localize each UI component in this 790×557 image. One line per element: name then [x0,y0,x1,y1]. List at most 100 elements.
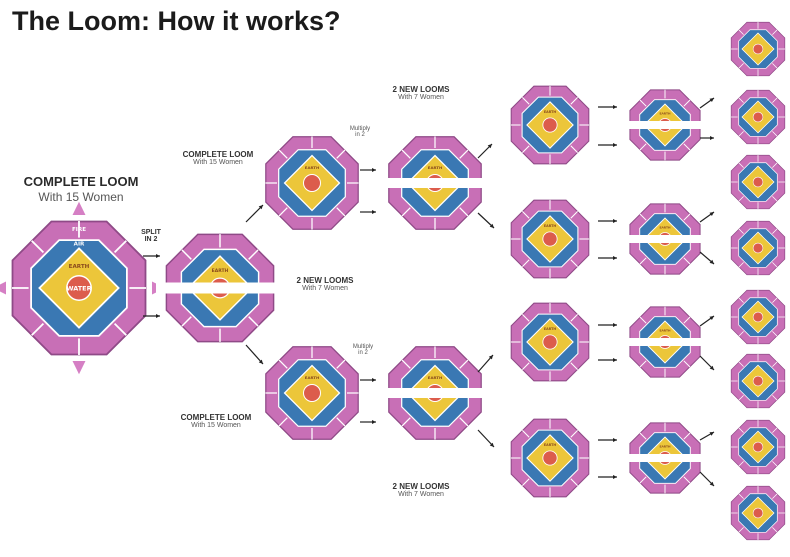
fire-divider [738,297,744,303]
fire-divider [772,162,778,168]
flow-arrow [598,323,617,327]
label-split-line1: SPLIT [141,229,161,236]
fire-divider [522,211,530,219]
loom-14: EARTH [621,422,709,494]
loom-3: EARTH [265,136,359,230]
fire-divider [772,527,778,533]
fire-ring-label: FIRE [72,227,86,233]
water-center [752,311,764,323]
label-new-looms-bottom-sub: With 7 Women [398,491,444,498]
fire-divider [336,207,346,217]
fire-divider [459,359,469,369]
loom-8: EARTH [510,199,590,279]
label-complete-loom-main-sub: With 15 Women [38,190,124,204]
loom-15 [730,21,786,77]
label-complete-loom-bottom-sub: With 15 Women [191,422,241,429]
label-new-looms-mid-title: 2 NEW LOOMS [296,276,354,285]
fire-divider [248,249,259,260]
fire-divider [459,149,469,159]
water-center [752,176,764,188]
flow-arrow [598,475,617,479]
fire-divider [683,432,691,440]
flow-arrow [699,315,715,327]
flow-arrow [598,438,617,442]
loom-13: EARTH [621,306,709,378]
fire-divider [772,131,778,137]
label-new-looms-bottom-title: 2 NEW LOOMS [392,482,450,491]
flow-arrow [245,344,264,365]
fire-divider [639,99,647,107]
water-center [303,174,321,192]
fire-divider [738,97,744,103]
fire-divider [738,395,744,401]
label-complete-loom-bottom: COMPLETE LOOM With 15 Women [166,413,266,429]
loom-2: EARTH [156,233,284,343]
fire-divider [738,361,744,367]
earth-ring-label: EARTH [305,165,319,170]
fire-divider [570,259,578,267]
fire-divider [738,527,744,533]
fire-divider [401,207,411,217]
earth-ring-label: EARTH [69,264,90,270]
fire-divider [772,361,778,367]
loom-7: EARTH [510,85,590,165]
loom-22 [730,485,786,541]
loom-9: EARTH [510,302,590,382]
fire-divider [738,63,744,69]
fire-divider [683,360,691,368]
earth-ring-label: EARTH [544,443,556,447]
fire-divider [683,257,691,265]
flow-arrow [699,431,715,441]
loom-17 [730,154,786,210]
fire-divider [772,196,778,202]
water-center [542,334,558,350]
fire-divider [31,240,45,254]
fire-divider [772,427,778,433]
fire-divider [772,29,778,35]
fire-divider [738,461,744,467]
fire-divider [401,359,411,369]
fire-divider [570,362,578,370]
fire-divider [336,149,346,159]
fire-divider [336,417,346,427]
split-gap [379,178,491,188]
flow-arrow [360,210,376,214]
loom-11: EARTH [621,89,709,161]
fire-divider [738,427,744,433]
label-complete-loom-top-title: COMPLETE LOOM [182,150,254,159]
label-complete-loom-main-title: COMPLETE LOOM [23,174,139,189]
water-center [752,242,764,254]
fire-divider [683,143,691,151]
earth-ring-label: EARTH [659,111,671,115]
label-split-line2: IN 2 [144,236,158,243]
fire-divider [570,430,578,438]
earth-ring-label: EARTH [428,375,442,380]
water-center [752,507,764,519]
fire-divider [459,207,469,217]
fire-divider [278,359,288,369]
label-multiply-bottom-line1: Multiply [352,344,374,350]
fire-divider [639,257,647,265]
flow-arrow [477,429,495,448]
earth-ring-label: EARTH [659,444,671,448]
flow-arrow [699,355,715,371]
label-complete-loom-bottom-title: COMPLETE LOOM [180,413,252,422]
flow-arrow [360,168,376,172]
fire-divider [738,196,744,202]
earth-ring-label: EARTH [305,375,319,380]
fire-divider [459,417,469,427]
fire-divider [639,213,647,221]
loom-21 [730,419,786,475]
fire-divider [336,359,346,369]
loom-5: EARTH [379,136,491,230]
fire-divider [181,249,192,260]
fire-divider [772,461,778,467]
fire-divider [738,262,744,268]
earth-ring-label: EARTH [212,268,229,274]
fire-divider [639,432,647,440]
earth-ring-label: EARTH [659,328,671,332]
water-center [542,231,558,247]
earth-ring-label: EARTH [659,225,671,229]
fire-divider [522,97,530,105]
